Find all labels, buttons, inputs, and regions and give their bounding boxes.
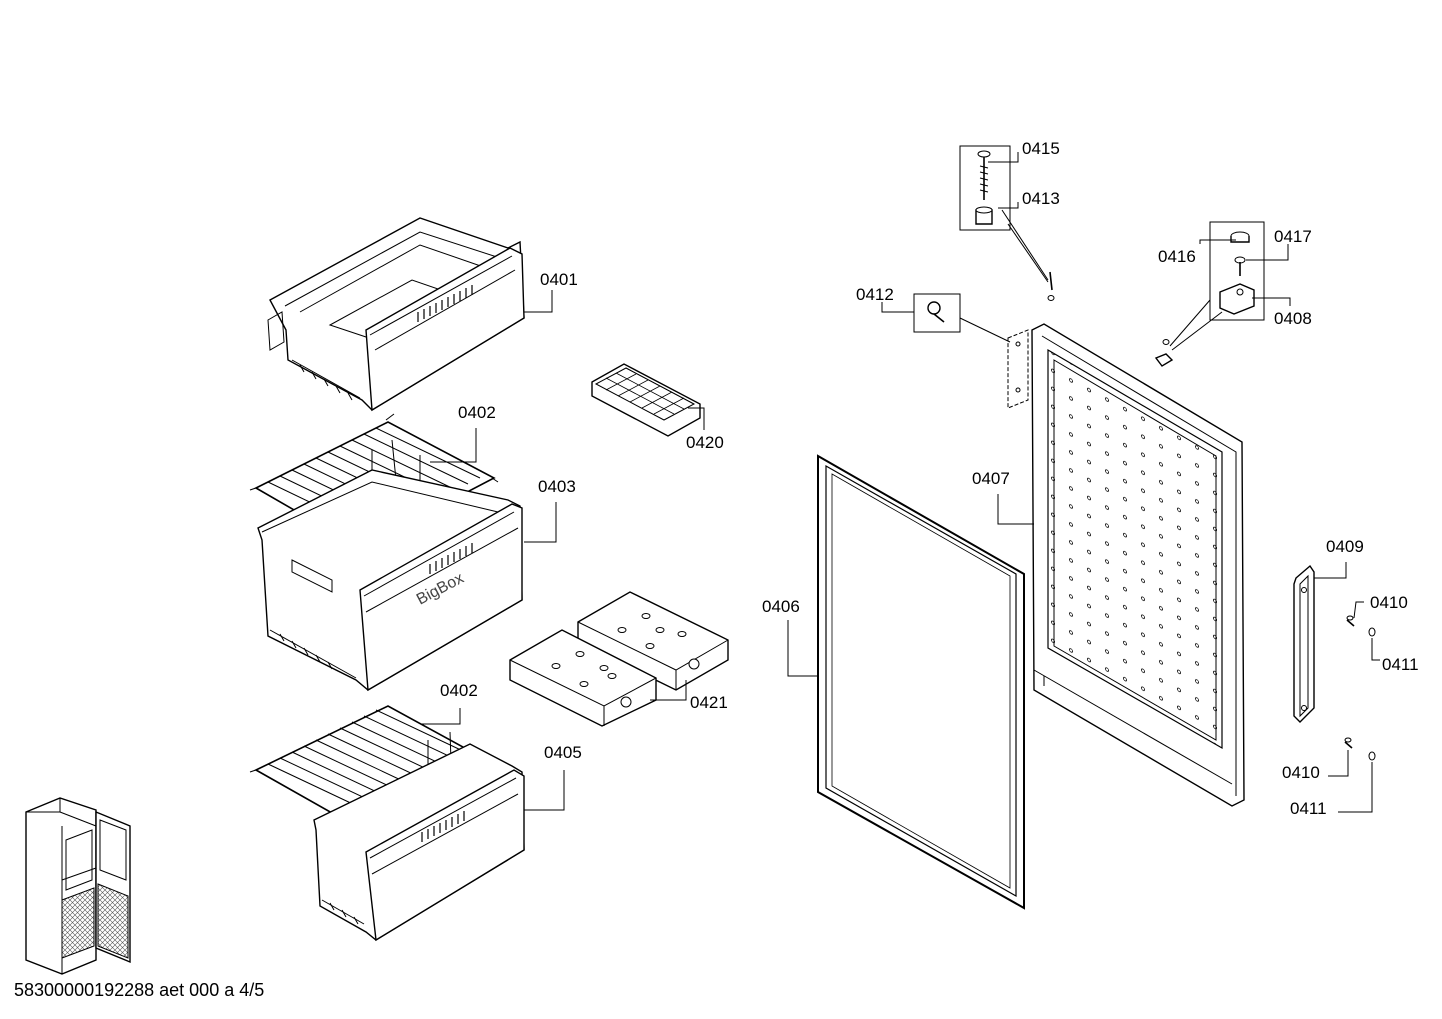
detail-box-0412 xyxy=(913,293,1011,343)
callout-0410-lower: 0410 xyxy=(1282,763,1320,782)
document-id-footer: 58300000192288 aet 000 a 4/5 xyxy=(14,980,265,1000)
detail-box-0415-0413 xyxy=(959,145,1055,301)
handle-screws xyxy=(1344,615,1376,761)
door-gasket-0406 xyxy=(817,454,1025,910)
door-0407 xyxy=(1031,323,1245,807)
callout-0405: 0405 xyxy=(544,743,582,762)
callout-0413: 0413 xyxy=(1022,189,1060,208)
callout-0415: 0415 xyxy=(1022,139,1060,158)
door-handle-0409 xyxy=(1293,564,1315,723)
callout-0410-upper: 0410 xyxy=(1370,593,1408,612)
detail-box-0416-0417-0408 xyxy=(1154,221,1265,367)
drawer-0405 xyxy=(313,743,525,942)
callout-0406: 0406 xyxy=(762,597,800,616)
callout-0411-lower: 0411 xyxy=(1290,799,1327,818)
hinge-bracket xyxy=(1007,329,1029,409)
callout-0411-upper: 0411 xyxy=(1382,655,1419,674)
callout-0416: 0416 xyxy=(1158,247,1196,266)
callout-0402-lower: 0402 xyxy=(440,681,478,700)
appliance-locator-thumbnail xyxy=(25,797,131,975)
callout-0420: 0420 xyxy=(686,433,724,452)
drawer-0401 xyxy=(267,217,525,412)
callout-0421: 0421 xyxy=(690,693,728,712)
ice-tray-0420 xyxy=(591,363,701,437)
callout-0408: 0408 xyxy=(1274,309,1312,328)
callout-0417: 0417 xyxy=(1274,227,1312,246)
callout-0403: 0403 xyxy=(538,477,576,496)
callout-0401: 0401 xyxy=(540,270,578,289)
callout-0407: 0407 xyxy=(972,469,1010,488)
drawer-0403-bigbox: BigBox xyxy=(257,469,523,692)
callout-0412: 0412 xyxy=(856,285,894,304)
callout-0402-upper: 0402 xyxy=(458,403,496,422)
cold-packs-0421 xyxy=(509,591,729,727)
callout-0409: 0409 xyxy=(1326,537,1364,556)
